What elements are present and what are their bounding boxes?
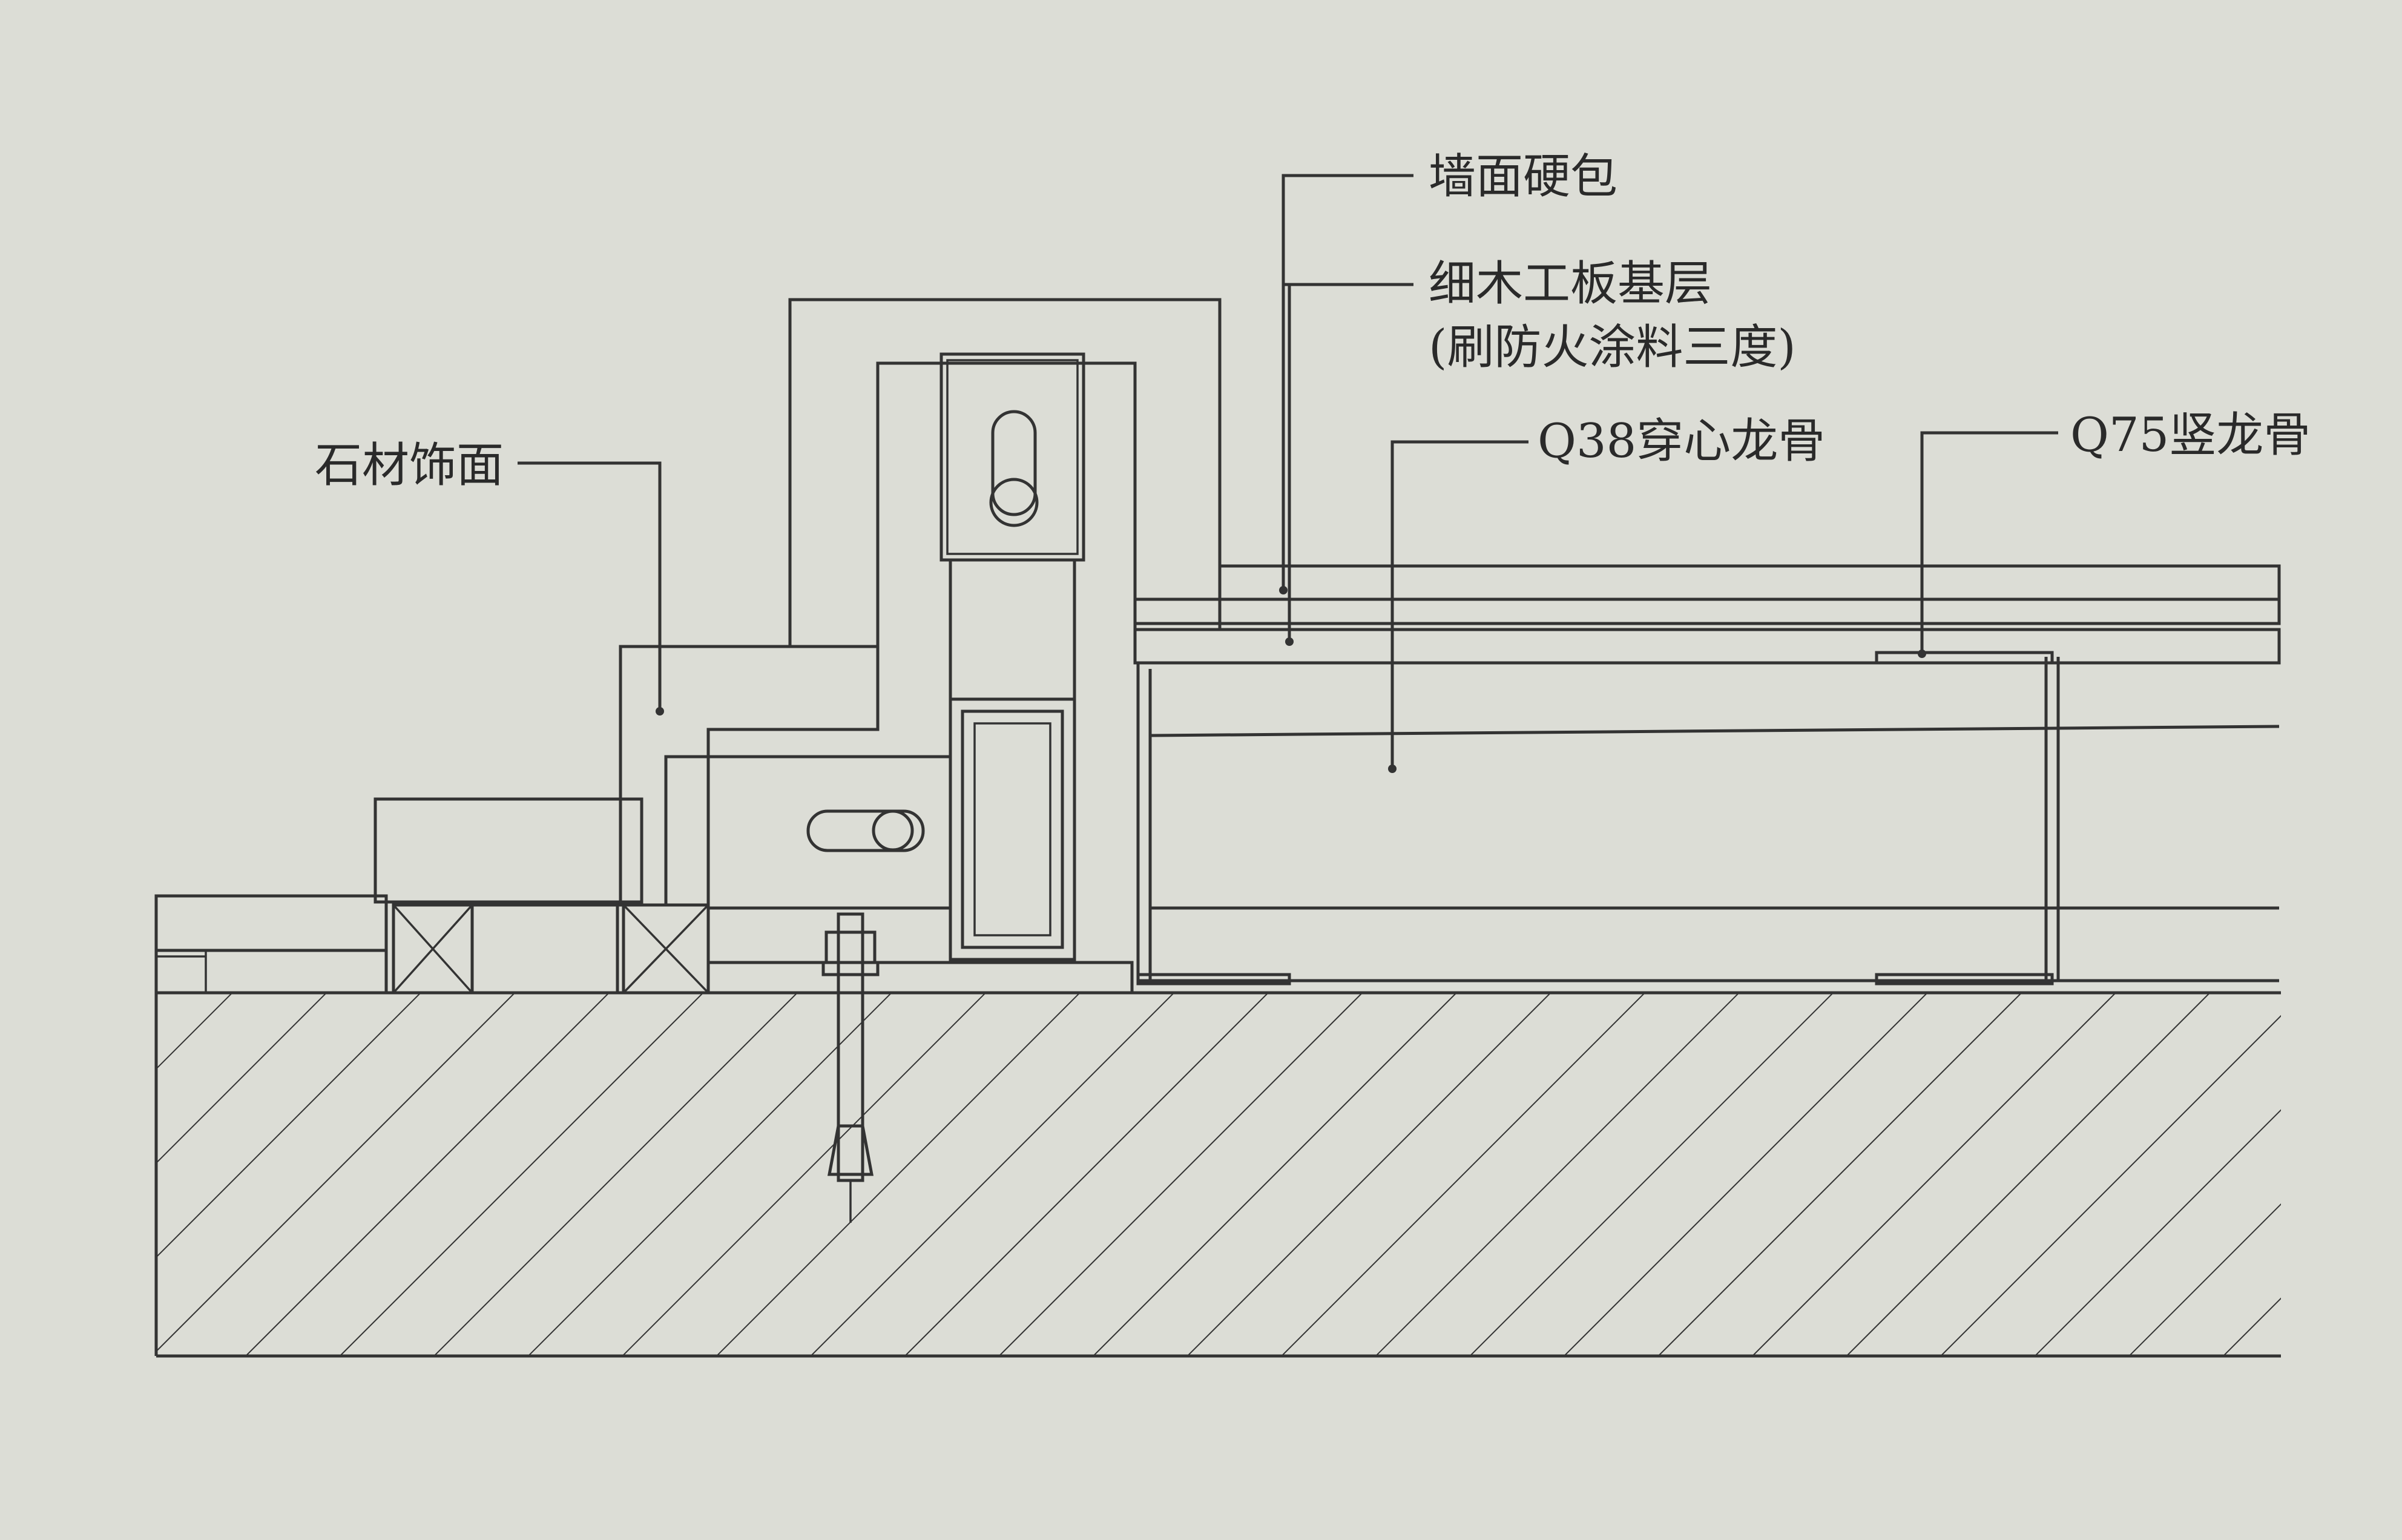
wall-hard-wrap-layer: [1133, 564, 2281, 665]
label-q38-runner: Q38穿心龙骨: [1538, 414, 1825, 469]
q75-stud: [1136, 651, 2060, 986]
expansion-bolt: [821, 912, 880, 1223]
timber-block-right: [622, 903, 710, 995]
steel-bracket: [706, 352, 1134, 995]
q38-runner-channel: [1136, 663, 2280, 982]
label-stone-finish: 石材饰面: [315, 438, 504, 493]
label-wall-hard-wrap: 墙面硬包: [1429, 150, 1617, 204]
label-blockboard-base: 细木工板基层: [1429, 257, 1712, 311]
leader-lines: [518, 174, 2058, 773]
floor-stone-layer: [154, 797, 643, 995]
label-fire-coating-note: (刷防火涂料三度): [1429, 320, 1796, 375]
concrete-slab: [154, 991, 2281, 1358]
label-q75-stud: Q75竖龙骨: [2070, 408, 2311, 462]
timber-block-left: [392, 903, 619, 995]
stone-cap: [788, 298, 1222, 648]
